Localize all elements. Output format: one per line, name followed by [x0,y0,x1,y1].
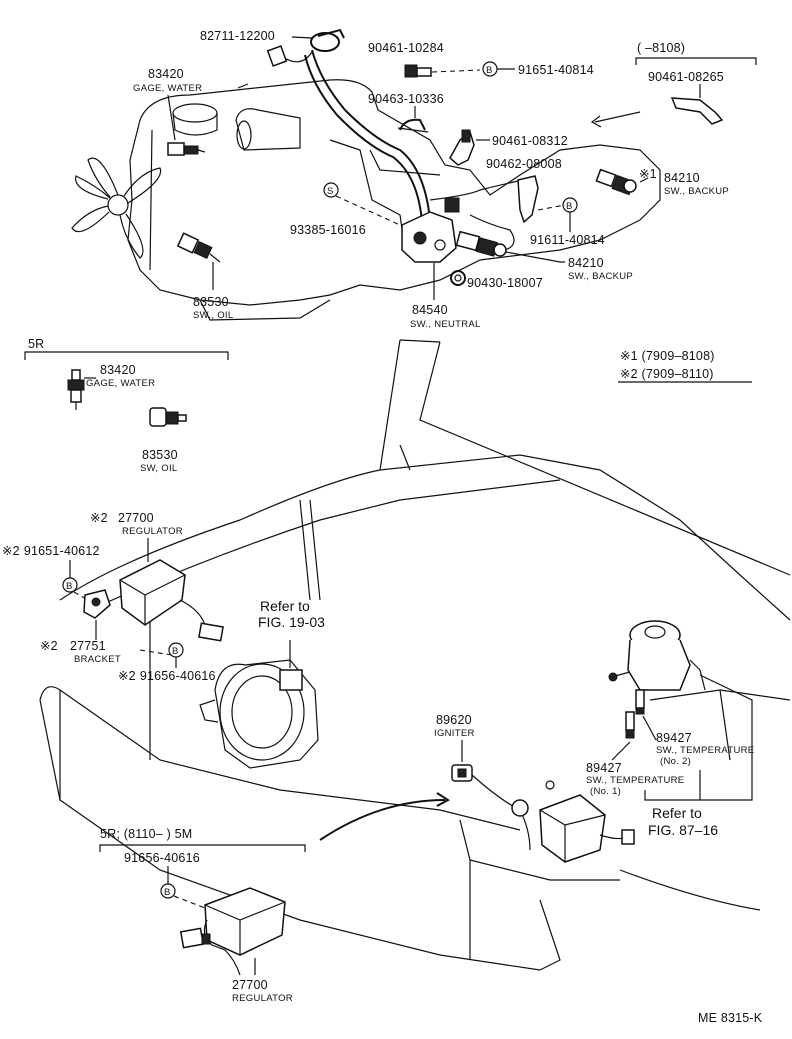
part-number-84540: 84540 [412,303,448,317]
mark-91651-40612: ※2 [2,544,20,558]
number-91651-40612: 91651-40612 [24,544,100,558]
part-sub-89427-no1: (No. 1) [590,786,621,797]
part-number-89620: 89620 [436,713,472,727]
distributor-unit-illustration [511,780,635,863]
part-number-91611-40814: 91611-40814 [530,233,605,247]
mark-84210-a: ※1 [639,167,657,181]
reference-fig-19-03-line2: FIG. 19-03 [258,614,325,630]
part-number-83420-top: 83420 [148,67,184,81]
water-gage-5r-icon [67,369,85,410]
bracket-90461-08265-icon [670,97,724,125]
backup-switch-84210-a-icon [595,168,637,196]
number-91656-40616: 91656-40616 [140,669,216,683]
part-number-90430: 90430-18007 [467,276,543,290]
footer-code: ME 8315-K [698,1011,763,1025]
screw-symbol-letter: S [327,186,334,197]
mark-91656-40616: ※2 [118,669,136,683]
part-number-93385: 93385-16016 [290,223,366,237]
part-number-27751: 27751 [70,639,106,653]
bracket-90461-08312-icon [449,129,475,166]
part-sub-89427-no2: (No. 2) [660,756,691,767]
regulator-27700-top-icon [119,559,224,642]
part-number-91656-40616-bottom: 91656-40616 [124,851,200,865]
part-label-27751: BRACKET [74,654,121,665]
note-1: ※1 (7909–8108) [620,349,715,363]
temperature-switch-no2-icon [635,689,645,715]
part-number-84210-a: 84210 [664,171,700,185]
neutral-switch-84540-icon [401,197,460,263]
part-number-90461-08265: 90461-08265 [648,70,724,84]
part-label-83530-5r: SW, OIL [140,463,177,474]
part-number-84210-b: 84210 [568,256,604,270]
bolt-symbol-letter-2: B [566,201,573,212]
screw-symbol-s [323,182,339,198]
part-label-84540: SW., NEUTRAL [410,319,481,330]
part-number-91651-40814: 91651-40814 [518,63,594,77]
bracket-27751-icon [83,589,111,619]
part-number-91651-40612: ※2 91651-40612 [2,544,100,558]
mark-27700-top: ※2 [90,511,108,525]
temperature-switch-no1-icon [625,711,635,739]
part-label-27700-bottom: REGULATOR [232,993,293,1004]
section-label-5r: 5R [28,337,44,351]
mark-27751: ※2 [40,639,58,653]
bolt-symbol-letter: B [486,65,493,76]
section-label-5r-5m: 5R; (8110– ) 5M [100,827,192,841]
reference-fig-87-16-line2: FIG. 87–16 [648,822,718,838]
part-label-84210-a: SW., BACKUP [664,186,729,197]
oil-switch-5r-icon [149,407,187,427]
bolt-90461-10284-icon [404,64,432,78]
part-label-gage-water-top: GAGE, WATER [133,83,202,94]
wiring-harness-top [266,45,536,251]
backup-switch-84210-b-icon [455,230,507,257]
part-number-27700-bottom: 27700 [232,978,268,992]
clamp-90462-icon [517,175,539,224]
part-number-83530-top: 83530 [193,295,229,309]
part-number-90463-10336: 90463-10336 [368,92,444,106]
part-label-89427-no2: SW., TEMPERATURE [656,745,754,756]
regulator-27700-bottom-icon [179,887,286,976]
clamp-82711-icon [310,28,345,52]
bolt-symbol-b-40612 [62,577,78,593]
note-2: ※2 (7909–8110) [620,367,714,381]
engine-block-illustration [71,79,661,321]
water-gage-sender-icon [167,142,206,156]
part-label-27700-top: REGULATOR [122,526,183,537]
vacuum-valve-illustration [608,620,706,691]
part-number-89427-no2: 89427 [656,731,692,745]
vehicle-body-illustration [39,339,791,971]
oil-switch-83530-icon [176,232,221,263]
part-label-89620: IGNITER [434,728,475,739]
reference-fig-87-16-line1: Refer to [652,805,702,821]
bolt-symbol-letter-5: B [164,887,171,898]
part-label-83530-top: SW., OIL [193,310,233,321]
gasket-90430-icon [450,270,466,286]
part-number-27700-top: 27700 [118,511,154,525]
range-label-8108: ( –8108) [637,41,685,55]
part-label-89427-no1: SW., TEMPERATURE [586,775,684,786]
part-label-83420-5r: GAGE, WATER [86,378,155,389]
part-number-90461-10284: 90461-10284 [368,41,444,55]
alternator-illustration [199,659,319,769]
bolt-symbol-letter-4: B [172,646,179,657]
part-number-83530-5r: 83530 [142,448,178,462]
bolt-symbol-letter-3: B [66,581,73,592]
reference-fig-19-03-line1: Refer to [260,598,310,614]
part-number-91656-40616-top: ※2 91656-40616 [118,669,216,683]
pointer-arrow [319,799,446,841]
part-number-89427-no1: 89427 [586,761,622,775]
cooling-fan [71,157,162,259]
part-number-83420-5r: 83420 [100,363,136,377]
part-number-90461-08312: 90461-08312 [492,134,568,148]
bolt-symbol-b-bottom [160,883,176,899]
part-label-84210-b: SW., BACKUP [568,271,633,282]
clamp-90463-icon [397,118,429,133]
part-number-82711: 82711-12200 [200,29,275,43]
arrow-indicator [590,115,602,128]
part-number-90462-08008: 90462-08008 [486,157,562,171]
